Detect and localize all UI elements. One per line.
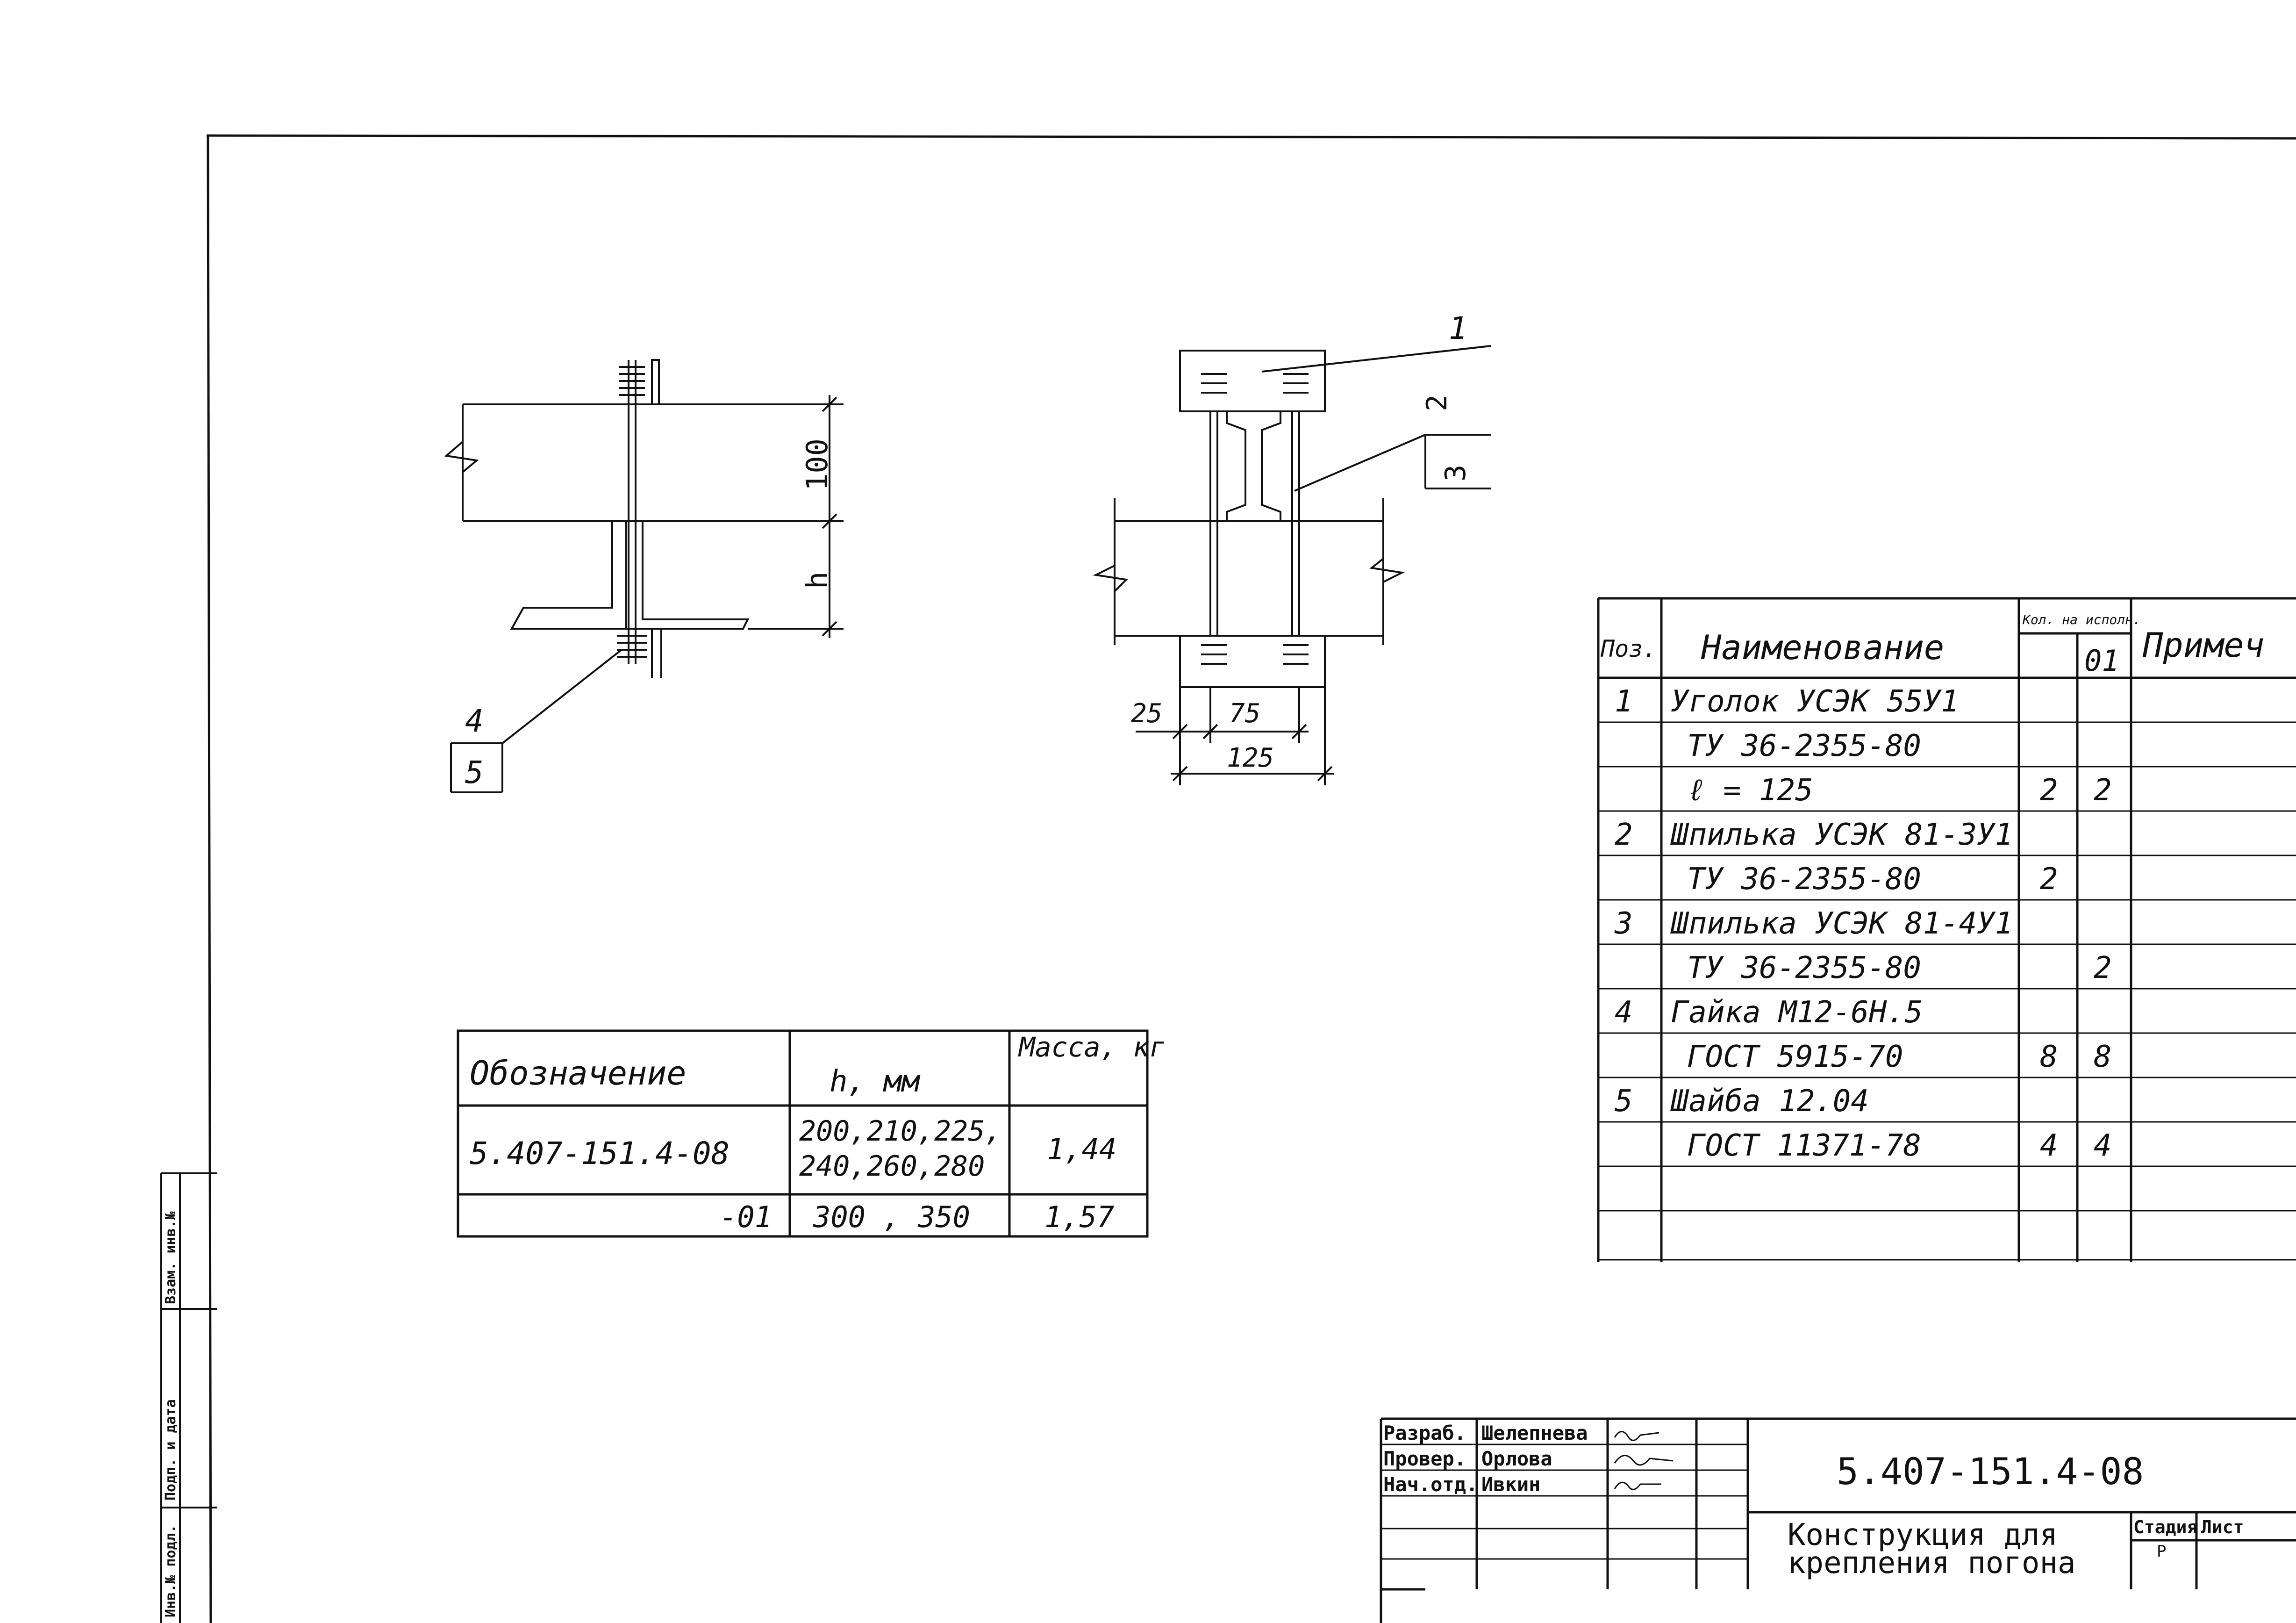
- spec-row: 4 Гайка М12-6Н.5: [1615, 995, 1923, 1030]
- leader-label-2: 2: [1421, 395, 1453, 411]
- spec-row: ГОСТ 5915-70 8 8: [1687, 1040, 2112, 1074]
- signatures: [1614, 1431, 1674, 1490]
- spec-header-note: Примеч: [2142, 625, 2264, 665]
- variants-row2-mass: 1,57: [1044, 1200, 1114, 1234]
- spec-cell-name: Шайба 12.04: [1670, 1084, 1869, 1119]
- leader-label-4: 4: [465, 703, 484, 739]
- variants-header-mass: Масса, кг: [1018, 1031, 1166, 1063]
- spec-row-lines: [1598, 721, 2296, 1261]
- spec-cell-name: ГОСТ 5915-70: [1687, 1040, 1903, 1074]
- margin-stamp: Взам. инв.№ Подп. и дата Инв.№ подл.: [160, 1172, 217, 1623]
- variants-table: Обозначение h, мм Масса, кг 5.407-151.4-…: [457, 1029, 1166, 1238]
- spec-header-pos: Поз.: [1600, 635, 1657, 662]
- spec-cell-qty-2: 2: [2094, 773, 2112, 808]
- spec-cell-name: Гайка М12-6Н.5: [1671, 995, 1923, 1030]
- spec-cell-name: Шпилька УСЭК 81-4У1: [1670, 906, 2013, 941]
- spec-cell-name: ГОСТ 11371-78: [1687, 1128, 1921, 1163]
- variants-header-h: h, мм: [830, 1064, 921, 1099]
- spec-cell-pos: 2: [1615, 818, 1633, 852]
- leader-label-1: 1: [1449, 310, 1467, 346]
- dim-75: 75: [1229, 698, 1260, 729]
- tb-sheet-label: Лист: [2201, 1517, 2244, 1537]
- spec-cell-qty-2: 2: [2094, 951, 2112, 985]
- view-side-section: 100 h 4 5: [444, 359, 844, 793]
- variants-row2-h: 300 , 350: [813, 1200, 970, 1234]
- variants-header-designation: Обозначение: [470, 1054, 687, 1092]
- spec-cell-name: ТУ 36-2355-80: [1687, 729, 1921, 763]
- dim-125: 125: [1227, 743, 1274, 773]
- spec-header-qty-sub: 01: [2084, 644, 2119, 678]
- variants-row2-designation: -01: [720, 1200, 772, 1234]
- spec-row: 1 Уголок УСЭК 55У1: [1615, 684, 1959, 719]
- leader-label-3: 3: [1439, 465, 1472, 481]
- tb-role-2: Провер.: [1383, 1447, 1466, 1470]
- variants-row1-h1: 200,210,225,: [799, 1115, 1001, 1148]
- spec-cell-name: ТУ 36-2355-80: [1687, 951, 1921, 985]
- spec-header-qty: Кол. на исполн.: [2022, 612, 2141, 627]
- variants-row1-mass: 1,44: [1047, 1132, 1116, 1166]
- tb-doc-number: 5.407-151.4-08: [1837, 1451, 2144, 1493]
- spec-row: ТУ 36-2355-80 2: [1687, 951, 2112, 985]
- stamp-vzam-inv: Взам. инв.№: [163, 1211, 179, 1304]
- leader-label-5: 5: [465, 754, 484, 790]
- spec-cell-pos: 1: [1615, 684, 1633, 719]
- tb-name-2: Орлова: [1481, 1447, 1552, 1470]
- tb-role-1: Разраб.: [1383, 1422, 1466, 1444]
- tb-title-line1: Конструкция для: [1788, 1518, 2058, 1552]
- spec-cell-name: Уголок УСЭК 55У1: [1671, 684, 1959, 719]
- sheet-frame: [206, 134, 2296, 1623]
- variants-row1-designation: 5.407-151.4-08: [470, 1135, 730, 1171]
- spec-cell-name: ТУ 36-2355-80: [1687, 862, 1921, 897]
- title-block: Разраб. Шелепнева Провер. Орлова Нач.отд…: [1380, 1417, 2296, 1623]
- tb-stage-value: Р: [2157, 1542, 2166, 1561]
- stamp-inv-podl: Инв.№ подл.: [163, 1524, 179, 1617]
- spec-row: 2 Шпилька УСЭК 81-3У1: [1615, 818, 2013, 852]
- spec-row: ГОСТ 11371-78 4 4: [1687, 1128, 2112, 1163]
- spec-cell-pos: 3: [1614, 906, 1633, 941]
- stamp-podp-data: Подп. и дата: [163, 1399, 179, 1501]
- view-cross-section: 1 2 3 25 75 125: [1093, 310, 1491, 785]
- tb-role-3: Нач.отд.: [1383, 1473, 1478, 1496]
- spec-cell-name: ℓ = 125: [1687, 773, 1813, 808]
- tb-name-3: Ивкин: [1481, 1473, 1540, 1496]
- spec-cell-qty-1: 8: [2040, 1040, 2058, 1074]
- spec-row: ТУ 36-2355-80: [1687, 729, 1921, 763]
- spec-table: Поз. Наименование Кол. на исполн. 01 При…: [1597, 597, 2296, 1262]
- dim-h: h: [800, 572, 834, 589]
- spec-row: ℓ = 125 2 2: [1687, 773, 2112, 808]
- spec-cell-qty-1: 2: [2040, 773, 2058, 808]
- spec-header-name: Наименование: [1701, 628, 1944, 667]
- spec-cell-pos: 4: [1615, 995, 1633, 1030]
- spec-cell-qty-2: 4: [2094, 1128, 2112, 1163]
- spec-cell-pos: 5: [1615, 1084, 1633, 1119]
- spec-row: 5 Шайба 12.04: [1615, 1084, 1869, 1119]
- spec-row: ТУ 36-2355-80 2: [1687, 862, 2058, 897]
- spec-cell-qty-1: 2: [2040, 862, 2058, 897]
- spec-cell-qty-2: 8: [2094, 1040, 2112, 1074]
- tb-title-line2: крепления погона: [1788, 1546, 2076, 1580]
- variants-row1-h2: 240,260,280: [799, 1150, 985, 1183]
- dim-25: 25: [1131, 698, 1162, 729]
- spec-row: 3 Шпилька УСЭК 81-4У1: [1614, 906, 2013, 941]
- tb-stage-label: Стадия: [2133, 1517, 2197, 1537]
- tb-name-1: Шелепнева: [1481, 1422, 1588, 1444]
- dim-100: 100: [800, 438, 834, 491]
- spec-cell-name: Шпилька УСЭК 81-3У1: [1670, 818, 2013, 852]
- spec-cell-qty-1: 4: [2040, 1128, 2058, 1163]
